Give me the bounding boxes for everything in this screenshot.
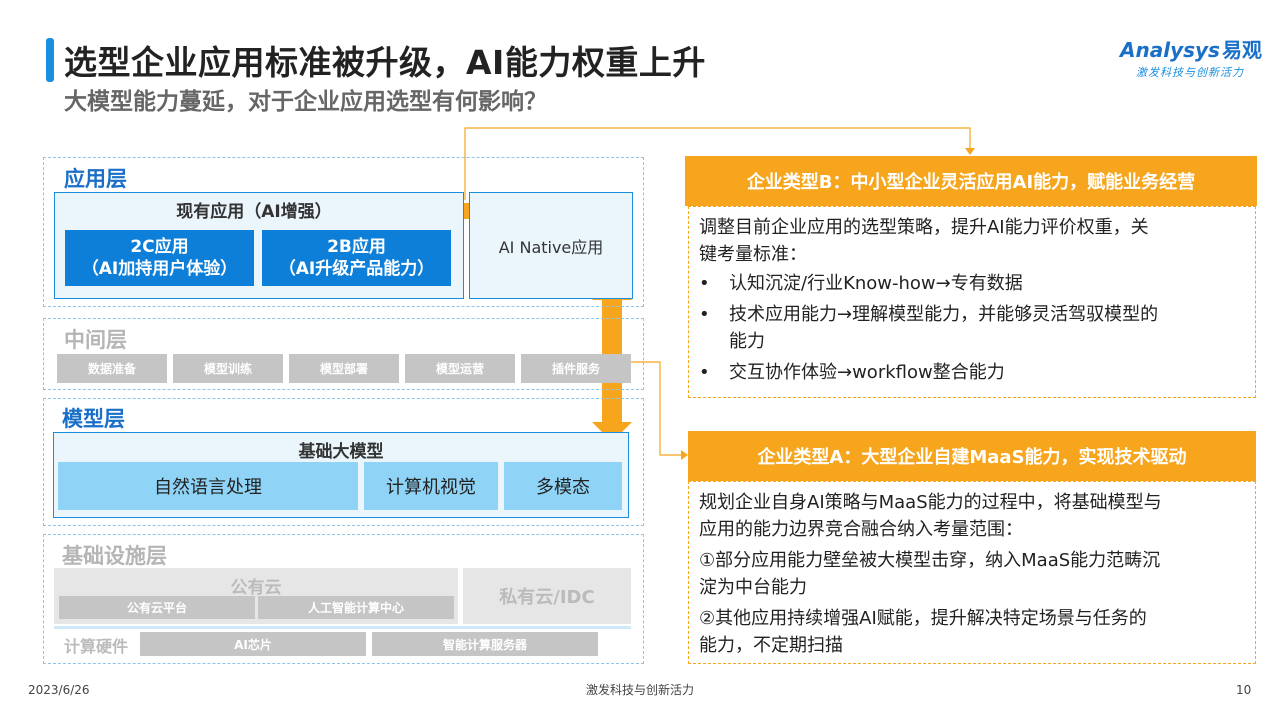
app-2c-desc: （AI加持用户体验） (81, 259, 238, 279)
panel-b-bullet-text-cont: 能力 (729, 331, 765, 352)
model-item-nlp: 自然语言处理 (58, 462, 358, 510)
middle-item: 模型运营 (405, 354, 515, 383)
panel-b-title: 企业类型B：中小型企业灵活应用AI能力，赋能业务经营 (685, 156, 1257, 206)
logo-slogan: 激发科技与创新活力 (1136, 66, 1244, 79)
app-2b-desc: （AI升级产品能力） (278, 259, 435, 279)
infra-layer (43, 534, 644, 664)
title-accent-bar (46, 38, 54, 82)
panel-b-intro: 调整目前企业应用的选型策略，提升AI能力评价权重，关 键考量标准： (699, 214, 1255, 268)
connector-b-arrowhead (965, 148, 975, 155)
hardware-label: 计算硬件 (64, 637, 129, 656)
panel-a-item-2-line2: 能力，不定期扫描 (699, 635, 843, 656)
middle-layer (43, 318, 644, 390)
model-item-cv: 计算机视觉 (364, 462, 498, 510)
footer-date: 2023/6/26 (28, 683, 90, 697)
panel-b-bullet: • 技术应用能力→理解模型能力，并能够灵活驾驭模型的 能力 (699, 301, 1255, 355)
public-cloud-item: 人工智能计算中心 (258, 596, 454, 619)
app-layer-label: 应用层 (64, 167, 127, 191)
panel-b-intro-line1: 调整目前企业应用的选型策略，提升AI能力评价权重，关 (699, 217, 1149, 238)
private-cloud-box: 私有云/IDC (463, 568, 631, 624)
panel-a-intro-line1: 规划企业自身AI策略与MaaS能力的过程中，将基础模型与 (699, 492, 1162, 513)
panel-a-item-2-line1: ②其他应用持续增强AI赋能，提升解决特定场景与任务的 (699, 608, 1147, 629)
model-item-multimodal: 多模态 (504, 462, 622, 510)
app-2c-box: 2C应用 （AI加持用户体验） (65, 230, 254, 286)
middle-item: 数据准备 (57, 354, 167, 383)
ai-native-app-label: AI Native应用 (498, 237, 604, 257)
panel-b-bullet-text: 认知沉淀/行业Know-how→专有数据 (729, 273, 1023, 294)
base-model-title: 基础大模型 (298, 442, 384, 462)
panel-a-title: 企业类型A：大型企业自建MaaS能力，实现技术驱动 (688, 431, 1256, 481)
panel-b-bullet-text: 交互协作体验→workflow整合能力 (729, 362, 1005, 383)
private-cloud-label: 私有云/IDC (499, 587, 595, 608)
panel-a-intro-line2: 应用的能力边界竞合融合纳入考量范围： (699, 519, 1023, 540)
page-subtitle: 大模型能力蔓延，对于企业应用选型有何影响？ (64, 89, 547, 115)
panel-a-intro: 规划企业自身AI策略与MaaS能力的过程中，将基础模型与 应用的能力边界竞合融合… (699, 489, 1255, 543)
bullet-dot: • (699, 273, 710, 294)
connector-a-arrowhead (681, 450, 688, 460)
app-2b-title: 2B应用 (327, 237, 386, 257)
panel-b-bullet: • 认知沉淀/行业Know-how→专有数据 (699, 270, 1255, 297)
hardware-item-server: 智能计算服务器 (372, 632, 598, 656)
bullet-dot: • (699, 362, 710, 383)
panel-b-bullet: • 交互协作体验→workflow整合能力 (699, 359, 1255, 386)
page-title: 选型企业应用标准被升级，AI能力权重上升 (64, 43, 706, 82)
app-layer (43, 157, 644, 307)
panel-a-item-1-line1: ①部分应用能力壁垒被大模型击穿，纳入MaaS能力范畴沉 (699, 550, 1161, 571)
middle-item: 插件服务 (521, 354, 631, 383)
infra-layer-label: 基础设施层 (62, 544, 167, 568)
middle-layer-label: 中间层 (64, 328, 127, 352)
hardware-item-chip: AI芯片 (140, 632, 366, 656)
panel-a-item-1-line2: 淀为中台能力 (699, 577, 807, 598)
panel-b-bullet-text: 技术应用能力→理解模型能力，并能够灵活驾驭模型的 (729, 304, 1159, 325)
page-number: 10 (1236, 683, 1252, 697)
panel-b-body: 调整目前企业应用的选型策略，提升AI能力评价权重，关 键考量标准： • 认知沉淀… (688, 206, 1256, 398)
panel-b-intro-line2: 键考量标准： (699, 244, 807, 265)
infra-divider (54, 626, 631, 629)
panel-a-item-2: ②其他应用持续增强AI赋能，提升解决特定场景与任务的 能力，不定期扫描 (699, 605, 1255, 659)
middle-item: 模型训练 (173, 354, 283, 383)
public-cloud-item: 公有云平台 (59, 596, 255, 619)
model-layer-label: 模型层 (62, 407, 125, 431)
panel-a-item-1: ①部分应用能力壁垒被大模型击穿，纳入MaaS能力范畴沉 淀为中台能力 (699, 547, 1255, 601)
app-2b-box: 2B应用 （AI升级产品能力） (262, 230, 451, 286)
panel-a-body: 规划企业自身AI策略与MaaS能力的过程中，将基础模型与 应用的能力边界竞合融合… (688, 481, 1256, 664)
middle-item: 模型部署 (289, 354, 399, 383)
public-cloud-label: 公有云 (230, 578, 282, 598)
existing-apps-title: 现有应用（AI增强） (176, 202, 332, 222)
ai-native-app-box: AI Native应用 (469, 192, 633, 299)
bullet-dot: • (699, 304, 710, 325)
app-2c-title: 2C应用 (130, 237, 189, 257)
footer-slogan: 激发科技与创新活力 (585, 683, 694, 697)
model-layer (43, 398, 644, 526)
